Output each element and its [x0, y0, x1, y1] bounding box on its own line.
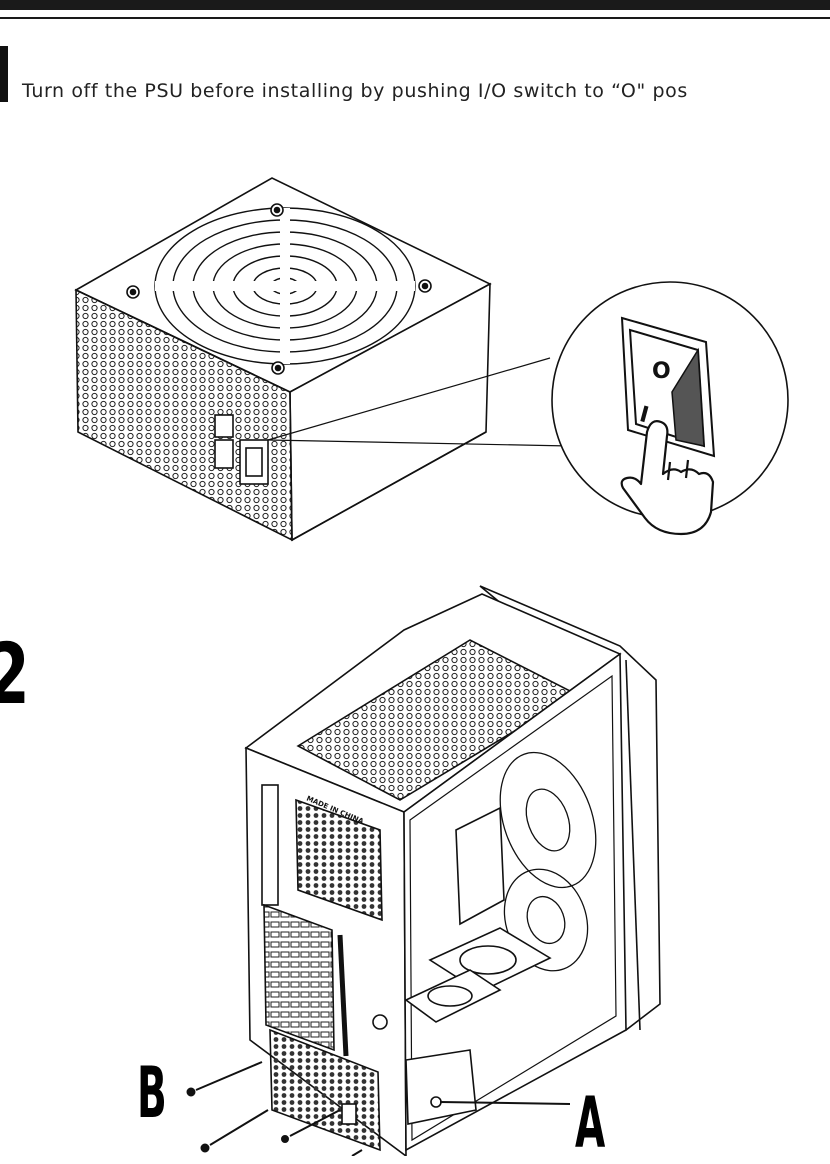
psu-screws [126, 203, 432, 375]
step-1-marker [0, 46, 8, 102]
psu-illustration [74, 177, 492, 542]
hdd-cages [404, 927, 552, 1023]
psu-fan-grille [154, 207, 416, 365]
pc-case-illustration [244, 585, 661, 1156]
header-bar [0, 0, 830, 10]
expansion-slots [263, 903, 349, 1057]
screw-b-indicators [186, 1061, 363, 1156]
label-b: B [137, 1052, 167, 1134]
rear-psu-bay [269, 1028, 381, 1152]
part-a-pointer [439, 1101, 571, 1105]
switch-callout: O I [551, 281, 789, 536]
step-2-number: 2 [0, 632, 30, 716]
switch-off-mark: O [652, 359, 671, 384]
pointing-hand-icon [620, 420, 715, 536]
header-rule [0, 17, 830, 19]
step-1-instruction: Turn off the PSU before installing by pu… [22, 80, 688, 102]
switch-callout-lines [267, 357, 571, 447]
rear-fan [295, 798, 383, 922]
label-a: A [575, 1082, 606, 1164]
